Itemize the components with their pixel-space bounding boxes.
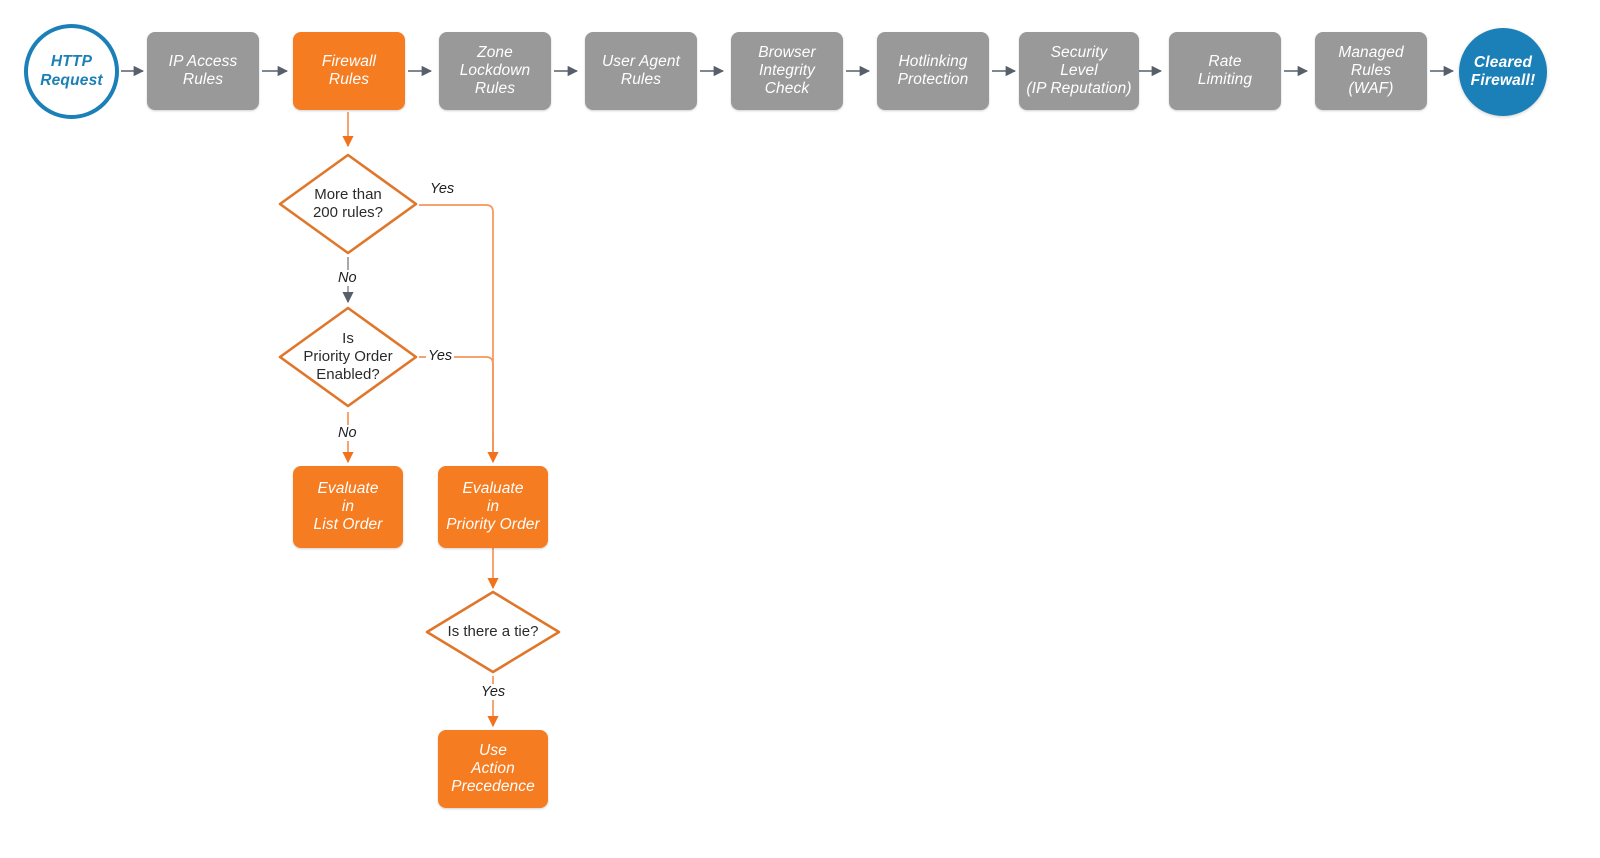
node-user-agent-rules-label: User Agent Rules [602, 52, 680, 88]
edge-label-tie-yes: Yes [479, 684, 508, 700]
node-firewall-rules-label: Firewall Rules [321, 52, 377, 88]
node-hotlinking-protection-label: Hotlinking Protection [897, 52, 969, 88]
diamond-shape-is-there-a-tie [425, 590, 561, 674]
edge-label-rules-no: No [336, 270, 359, 286]
node-ip-access-rules[interactable]: IP Access Rules [147, 32, 259, 110]
node-use-action-precedence[interactable]: Use Action Precedence [438, 730, 548, 808]
edge-label-rules-yes: Yes [428, 181, 457, 197]
node-zone-lockdown-rules-label: Zone Lockdown Rules [459, 43, 531, 98]
node-is-priority-order-enabled-label: Is Priority Order Enabled? [303, 330, 393, 383]
node-evaluate-in-list-order[interactable]: Evaluate in List Order [293, 466, 403, 548]
node-http-request[interactable]: HTTP Request [24, 24, 119, 119]
node-is-there-a-tie-label: Is there a tie? [447, 623, 539, 640]
node-cleared-firewall-label: Cleared Firewall! [1470, 53, 1536, 89]
node-is-there-a-tie[interactable]: Is there a tie? [424, 589, 562, 675]
node-use-action-precedence-label: Use Action Precedence [451, 741, 535, 796]
node-evaluate-in-priority-order[interactable]: Evaluate in Priority Order [438, 466, 548, 548]
node-rate-limiting-label: Rate Limiting [1197, 52, 1253, 88]
node-more-than-200-rules[interactable]: More than 200 rules? [277, 152, 419, 256]
node-browser-integrity-check[interactable]: Browser Integrity Check [731, 32, 843, 110]
node-evaluate-in-priority-order-label: Evaluate in Priority Order [446, 479, 540, 534]
edge-label-priority-no: No [336, 425, 359, 441]
edge-rulecount-yes [419, 204, 494, 455]
edge-priority-yes [419, 356, 494, 455]
node-security-level[interactable]: Security Level (IP Reputation) [1019, 32, 1139, 110]
node-security-level-label: Security Level (IP Reputation) [1026, 43, 1132, 98]
node-is-priority-order-enabled[interactable]: Is Priority Order Enabled? [277, 305, 419, 409]
node-evaluate-in-list-order-label: Evaluate in List Order [313, 479, 383, 534]
node-ip-access-rules-label: IP Access Rules [168, 52, 238, 88]
node-managed-rules-waf-label: Managed Rules (WAF) [1338, 43, 1404, 98]
node-managed-rules-waf[interactable]: Managed Rules (WAF) [1315, 32, 1427, 110]
diamond-shape-more-than-200-rules [278, 153, 418, 255]
edge-label-priority-yes: Yes [426, 348, 455, 364]
node-hotlinking-protection[interactable]: Hotlinking Protection [877, 32, 989, 110]
node-browser-integrity-check-label: Browser Integrity Check [758, 43, 816, 98]
node-zone-lockdown-rules[interactable]: Zone Lockdown Rules [439, 32, 551, 110]
node-http-request-label: HTTP Request [40, 53, 103, 89]
diamond-shape-is-priority-order-enabled [278, 306, 418, 408]
node-rate-limiting[interactable]: Rate Limiting [1169, 32, 1281, 110]
node-more-than-200-rules-label: More than 200 rules? [312, 186, 384, 221]
node-firewall-rules[interactable]: Firewall Rules [293, 32, 405, 110]
node-cleared-firewall[interactable]: Cleared Firewall! [1459, 28, 1547, 116]
node-user-agent-rules[interactable]: User Agent Rules [585, 32, 697, 110]
